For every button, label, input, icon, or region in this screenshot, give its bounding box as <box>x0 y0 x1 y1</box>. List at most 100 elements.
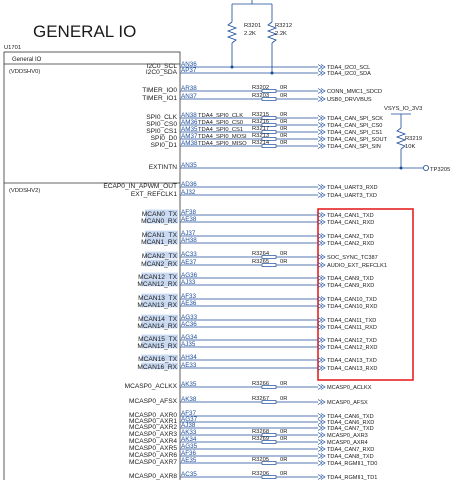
series-resistor <box>261 400 277 404</box>
net-name: TDA4_CAN9_RXD <box>327 283 374 289</box>
net-name: TDA4_CAN2_RXD <box>327 241 374 247</box>
signal-highlight <box>141 334 178 342</box>
net-name: TDA4_CAN_SPI_SCK <box>327 116 383 122</box>
offpage-connector <box>317 317 323 323</box>
pin-number: AH38 <box>181 237 197 244</box>
pin-number: AM36 <box>181 119 198 126</box>
net-name: TDA4_CAN6_RXD <box>327 420 374 426</box>
pin-signal-name: MCAN14_RX <box>137 323 177 330</box>
net-label: TDA4_SPI0_MISO <box>198 141 247 147</box>
pin-number: AJ35 <box>181 341 196 348</box>
net-name: TDA4_CAN9_TXD <box>327 276 374 282</box>
offpage-connector <box>317 219 323 225</box>
net-name: TDA4_UART3_TXD <box>327 193 377 199</box>
net-name: TDA4_CAN7_RXD <box>327 447 374 453</box>
offpage-connector <box>317 275 323 281</box>
signal-highlight <box>141 362 178 370</box>
offpage-connector <box>317 115 323 121</box>
pin-signal-name: I2C0_SDA <box>146 69 178 76</box>
series-resistor <box>261 89 277 93</box>
pin-signal-name: TIMER_IO0 <box>142 87 177 94</box>
pin-signal-name: SPI0_CS0 <box>146 121 177 128</box>
net-name: TDA4_CAN2_TXD <box>327 234 374 240</box>
resistor-value: 0R <box>280 471 287 477</box>
net-name: TDA4_CAN6_TXD <box>327 414 374 420</box>
offpage-connector <box>317 425 323 431</box>
pin-number: AK34 <box>181 436 197 443</box>
pin-signal-name: TIMER_IO1 <box>142 95 177 102</box>
offpage-connector <box>317 254 323 260</box>
net-name: TDA4_UART3_RXD <box>327 185 378 191</box>
signal-highlight <box>141 354 178 362</box>
resistor-value: 0R <box>280 381 287 387</box>
can-nets-highlight-box <box>317 208 414 381</box>
offpage-connector <box>317 303 323 309</box>
offpage-connector <box>317 143 323 149</box>
offpage-connector <box>317 212 323 218</box>
signal-highlight <box>145 216 178 224</box>
pin-signal-name: MCAN13_RX <box>137 302 177 309</box>
pin-signal-name: MCAN1_TX <box>142 232 178 239</box>
offpage-connector <box>317 446 323 452</box>
resistor-ref: R3216 <box>252 119 269 125</box>
pin-signal-name: MCASP0_AXR6 <box>129 452 177 459</box>
pin-signal-name: MCAN12_TX <box>138 274 177 281</box>
net-name: TDA4_CAN10_RXD <box>327 304 377 310</box>
pin-number: AH34 <box>181 354 197 361</box>
net-name: MCASP0_AXR3 <box>327 433 368 439</box>
net-name: MCASP0_AXR4 <box>327 440 368 446</box>
pin-number: AM38 <box>181 140 198 147</box>
offpage-connector <box>317 96 323 102</box>
signal-highlight <box>145 237 178 245</box>
resistor-ref: R3217 <box>252 126 269 132</box>
pin-number: AJ33 <box>181 279 196 286</box>
offpage-connector <box>317 88 323 94</box>
pin-number: AF38 <box>181 209 197 216</box>
pin-signal-name: MCASP0_AXR0 <box>129 412 177 419</box>
offpage-connector <box>317 337 323 343</box>
resistor-ref: R3269 <box>252 436 269 442</box>
net-label: TDA4_SPI0_CLK <box>198 113 243 119</box>
pin-number: AK33 <box>181 429 197 436</box>
offpage-connector <box>317 365 323 371</box>
offpage-connector <box>317 136 323 142</box>
net-name: AUDIO_EXT_REFCLK1 <box>327 263 387 269</box>
signal-highlight <box>141 341 178 349</box>
ic-body <box>3 51 181 480</box>
net-name: MCASP0_AFSX <box>327 400 368 406</box>
pin-signal-name: MCASP0_AXR3 <box>129 431 177 438</box>
pin-number: AE33 <box>181 362 197 369</box>
power-domain-0: (VDDSHV0) <box>9 69 40 75</box>
pin-signal-name: ECAP0_IN_APWM_OUT <box>103 183 177 190</box>
pin-signal-name: MCAN2_RX <box>141 261 178 268</box>
offpage-connector <box>317 192 323 198</box>
resistor-ref: R3267 <box>252 396 269 402</box>
pin-number: AJ37 <box>181 230 196 237</box>
pin-number: AE36 <box>181 300 197 307</box>
offpage-connector <box>317 70 323 76</box>
pin-number: AN38 <box>181 112 197 119</box>
pin-signal-name: MCASP0_AXR2 <box>129 424 177 431</box>
pin-signal-name: MCASP0_AXR5 <box>129 445 177 452</box>
resistor-ref: R3214 <box>252 140 270 146</box>
pin-signal-name: MCAN1_RX <box>141 239 178 246</box>
pin-number: AC33 <box>181 251 197 258</box>
pin-number: AG37 <box>181 416 198 423</box>
pin-signal-name: SPI0_D0 <box>151 135 178 142</box>
series-resistor <box>261 440 277 444</box>
pin-number: AN36 <box>181 61 197 68</box>
offpage-connector <box>317 240 323 246</box>
resistor-ref: R3264 <box>252 251 270 257</box>
net-name: TDA4_RGMII1_TD0 <box>327 461 377 467</box>
part-refdes: U1701 <box>4 45 21 51</box>
net-name: TDA4_CAN1_TXD <box>327 213 374 219</box>
